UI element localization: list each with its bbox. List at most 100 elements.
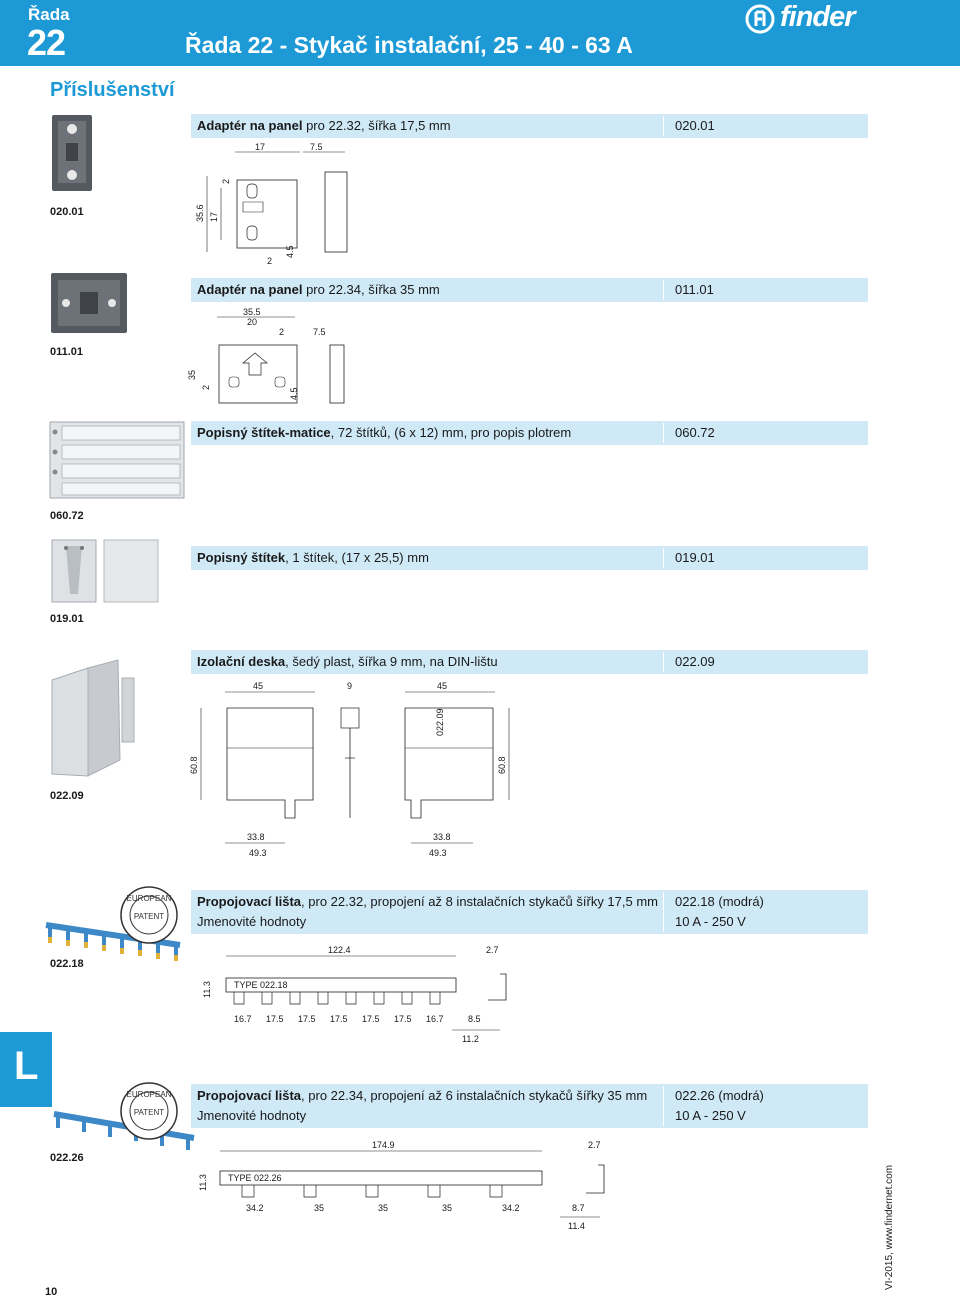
dim-label: 20 bbox=[247, 317, 257, 327]
dim-label: 35 bbox=[314, 1203, 324, 1213]
dim-label: 34.2 bbox=[246, 1203, 264, 1213]
bar-divider bbox=[663, 1086, 664, 1126]
dim-label: 11.3 bbox=[198, 1174, 208, 1191]
dim-label: 174.9 bbox=[372, 1140, 395, 1150]
adapter-011-photo bbox=[51, 273, 127, 333]
dim-label: 17.5 bbox=[266, 1014, 284, 1024]
rating-label: Jmenovité hodnoty bbox=[197, 914, 307, 929]
item-bar-022-18: Propojovací lišta, pro 22.32, propojení … bbox=[191, 890, 868, 934]
label-photo bbox=[51, 539, 159, 603]
logo-text: finder bbox=[780, 1, 856, 33]
item-detail: , 1 štítek, (17 x 25,5) mm bbox=[285, 550, 429, 565]
dim-label: 35.5 bbox=[243, 307, 261, 317]
item-desc: Propojovací lišta, pro 22.34, propojení … bbox=[197, 1088, 647, 1103]
item-desc: Popisný štítek, 1 štítek, (17 x 25,5) mm bbox=[197, 550, 429, 565]
item-code: 011.01 bbox=[675, 282, 714, 297]
adapter-020-drawing: 17 7.5 35.6 17 2 2 4.5 bbox=[195, 142, 348, 265]
item-title: Izolační deska bbox=[197, 654, 286, 669]
print-text: TYPE 022.26 bbox=[228, 1173, 282, 1183]
dim-label: 34.2 bbox=[502, 1203, 520, 1213]
item-code: 020.01 bbox=[675, 118, 715, 133]
dim-label: 11.2 bbox=[462, 1034, 479, 1044]
dim-label: 11.3 bbox=[202, 981, 212, 998]
bar-divider bbox=[663, 423, 664, 443]
page-header: Řada 22 Řada 22 - Stykač instalační, 25 … bbox=[0, 0, 960, 66]
item-bar-020-01: Adaptér na panel pro 22.32, šířka 17,5 m… bbox=[191, 114, 868, 138]
dim-label: 2.7 bbox=[486, 945, 499, 955]
dim-label: 7.5 bbox=[313, 327, 326, 337]
dim-label: 35 bbox=[187, 370, 197, 380]
item-desc: Popisný štítek-matice, 72 štítků, (6 x 1… bbox=[197, 425, 571, 440]
bar-divider bbox=[663, 652, 664, 672]
dim-label: 9 bbox=[347, 681, 352, 691]
bar-divider bbox=[663, 280, 664, 300]
dim-label: 45 bbox=[253, 681, 263, 691]
dim-label: 45 bbox=[437, 681, 447, 691]
bar-divider bbox=[663, 116, 664, 136]
series-label: Řada bbox=[28, 5, 70, 24]
dim-label: 7.5 bbox=[310, 142, 323, 152]
dim-label: 2 bbox=[221, 179, 231, 184]
dim-label: 60.8 bbox=[497, 756, 507, 774]
page-number: 10 bbox=[45, 1286, 58, 1298]
photo-label: 022.09 bbox=[50, 790, 84, 802]
dim-label: 8.7 bbox=[572, 1203, 585, 1213]
item-title: Propojovací lišta bbox=[197, 894, 302, 909]
item-code: 022.26 (modrá) bbox=[675, 1088, 764, 1103]
separator-photo bbox=[51, 659, 135, 777]
item-desc: Adaptér na panel pro 22.34, šířka 35 mm bbox=[197, 282, 440, 297]
busbar-022-26-drawing: 174.9 2.7 TYPE 022.26 11.3 34.2 35 35 35… bbox=[198, 1140, 605, 1231]
page-title: Řada 22 - Stykač instalační, 25 - 40 - 6… bbox=[185, 32, 633, 58]
item-title: Popisný štítek bbox=[197, 550, 286, 565]
european-patent-stamp: EUROPEAN PATENT bbox=[120, 886, 178, 944]
item-bar-022-26: Propojovací lišta, pro 22.34, propojení … bbox=[191, 1084, 868, 1128]
stamp-text: PATENT bbox=[134, 1108, 164, 1117]
item-title: Propojovací lišta bbox=[197, 1088, 302, 1103]
item-desc: Izolační deska, šedý plast, šířka 9 mm, … bbox=[197, 654, 498, 669]
dim-label: 4.5 bbox=[289, 387, 299, 400]
dim-label: 022.09 bbox=[435, 708, 445, 736]
dim-label: 17.5 bbox=[330, 1014, 348, 1024]
item-code: 019.01 bbox=[675, 550, 715, 565]
bar-divider bbox=[663, 892, 664, 932]
item-code: 022.09 bbox=[675, 654, 715, 669]
stamp-text: EUROPEAN bbox=[127, 1090, 172, 1099]
busbar-022-18-drawing: 122.4 2.7 TYPE 022.18 11.3 16.7 17.5 17.… bbox=[202, 945, 507, 1044]
side-tab-letter: L bbox=[14, 1044, 39, 1088]
photo-label: 022.18 bbox=[50, 958, 84, 970]
dim-label: 2 bbox=[201, 385, 211, 390]
finder-logo: finder bbox=[745, 1, 875, 36]
item-desc: Adaptér na panel pro 22.32, šířka 17,5 m… bbox=[197, 118, 451, 133]
rating-value: 10 A - 250 V bbox=[675, 914, 746, 929]
dim-label: 49.3 bbox=[249, 848, 267, 858]
adapter-020-photo bbox=[52, 115, 92, 191]
item-detail: , pro 22.32, propojení až 8 instalačních… bbox=[301, 894, 659, 909]
item-title: Adaptér na panel bbox=[197, 282, 303, 297]
rating-label: Jmenovité hodnoty bbox=[197, 1108, 307, 1123]
photo-label: 060.72 bbox=[50, 510, 84, 522]
dim-label: 33.8 bbox=[247, 832, 265, 842]
dim-label: 60.8 bbox=[189, 756, 199, 774]
rating-value: 10 A - 250 V bbox=[675, 1108, 746, 1123]
dim-label: 2 bbox=[279, 327, 284, 337]
dim-label: 35.6 bbox=[195, 204, 205, 222]
dim-label: 4.5 bbox=[285, 245, 295, 258]
dim-label: 49.3 bbox=[429, 848, 447, 858]
photo-label: 022.26 bbox=[50, 1152, 84, 1164]
item-detail: pro 22.34, šířka 35 mm bbox=[302, 282, 440, 297]
photo-label: 020.01 bbox=[50, 206, 84, 218]
dim-label: 35 bbox=[378, 1203, 388, 1213]
dim-label: 17.5 bbox=[362, 1014, 380, 1024]
item-detail: , pro 22.34, propojení až 6 instalačních… bbox=[301, 1088, 648, 1103]
label-matrix-photo bbox=[49, 421, 185, 499]
item-code: 022.18 (modrá) bbox=[675, 894, 764, 909]
item-code: 060.72 bbox=[675, 425, 715, 440]
photo-label: 019.01 bbox=[50, 613, 84, 625]
stamp-text: PATENT bbox=[134, 912, 164, 921]
item-detail: , 72 štítků, (6 x 12) mm, pro popis plot… bbox=[330, 425, 572, 440]
item-detail: , šedý plast, šířka 9 mm, na DIN-lištu bbox=[285, 654, 498, 669]
dim-label: 11.4 bbox=[568, 1221, 585, 1231]
stamp-text: EUROPEAN bbox=[127, 894, 172, 903]
dim-label: 122.4 bbox=[328, 945, 351, 955]
item-detail: pro 22.32, šířka 17,5 mm bbox=[302, 118, 451, 133]
